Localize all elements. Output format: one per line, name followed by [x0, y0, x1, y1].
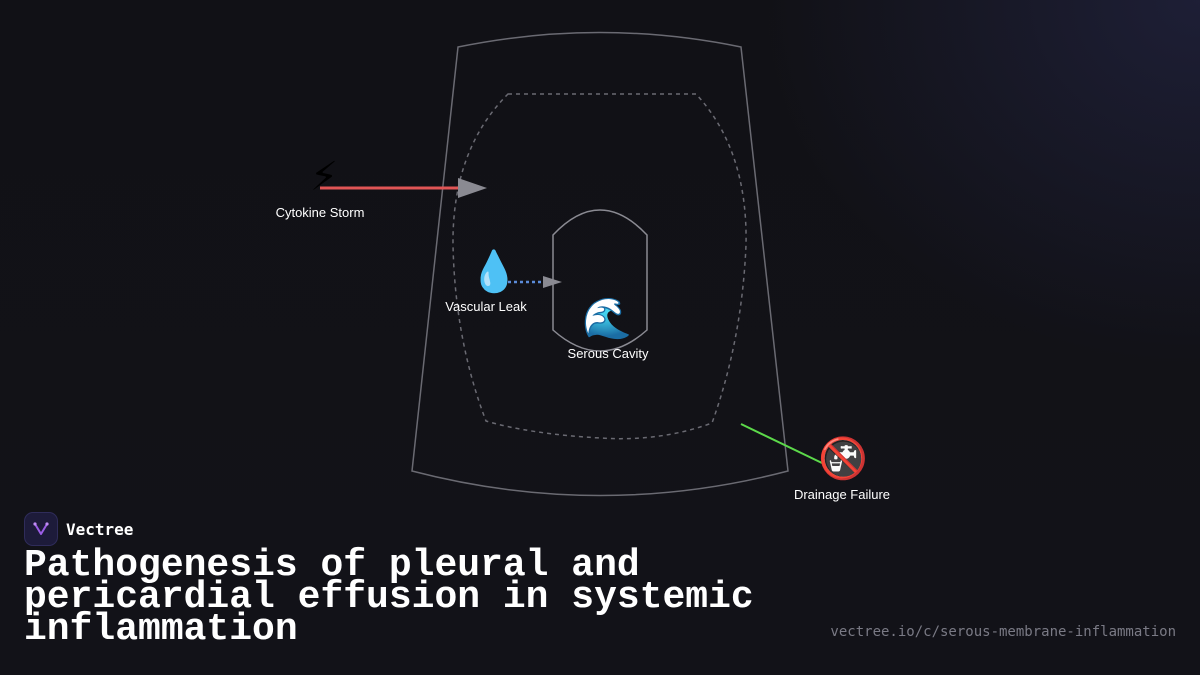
leak-arrowhead [543, 276, 562, 288]
outer-membrane-shape [411, 31, 789, 497]
no-drain-icon: 🚱 [818, 435, 868, 482]
lightning-icon: ⚡ [310, 154, 338, 200]
brand-name: Vectree [66, 519, 134, 539]
droplet-icon: 💧 [469, 248, 519, 295]
source-url[interactable]: vectree.io/c/serous-membrane-inflammatio… [830, 624, 1176, 640]
drainage-edge [740, 423, 823, 464]
brand: Vectree [24, 512, 133, 546]
page-title: Pathogenesis of pleural and pericardial … [24, 544, 754, 651]
serous-cavity-shape [552, 209, 648, 352]
serous-cavity-label: Serous Cavity [568, 346, 649, 361]
cytokine-arrowhead [458, 178, 487, 198]
wave-icon: 🌊 [582, 295, 632, 342]
vascular-leak-label: Vascular Leak [445, 299, 527, 314]
effusion-diagram: ⚡ Cytokine Storm 💧 Vascular Leak 🌊 Serou… [276, 31, 890, 502]
vectree-logo-icon [24, 512, 58, 546]
cytokine-storm-label: Cytokine Storm [276, 205, 365, 220]
drainage-failure-label: Drainage Failure [794, 487, 890, 502]
vectree-mark [33, 522, 49, 535]
